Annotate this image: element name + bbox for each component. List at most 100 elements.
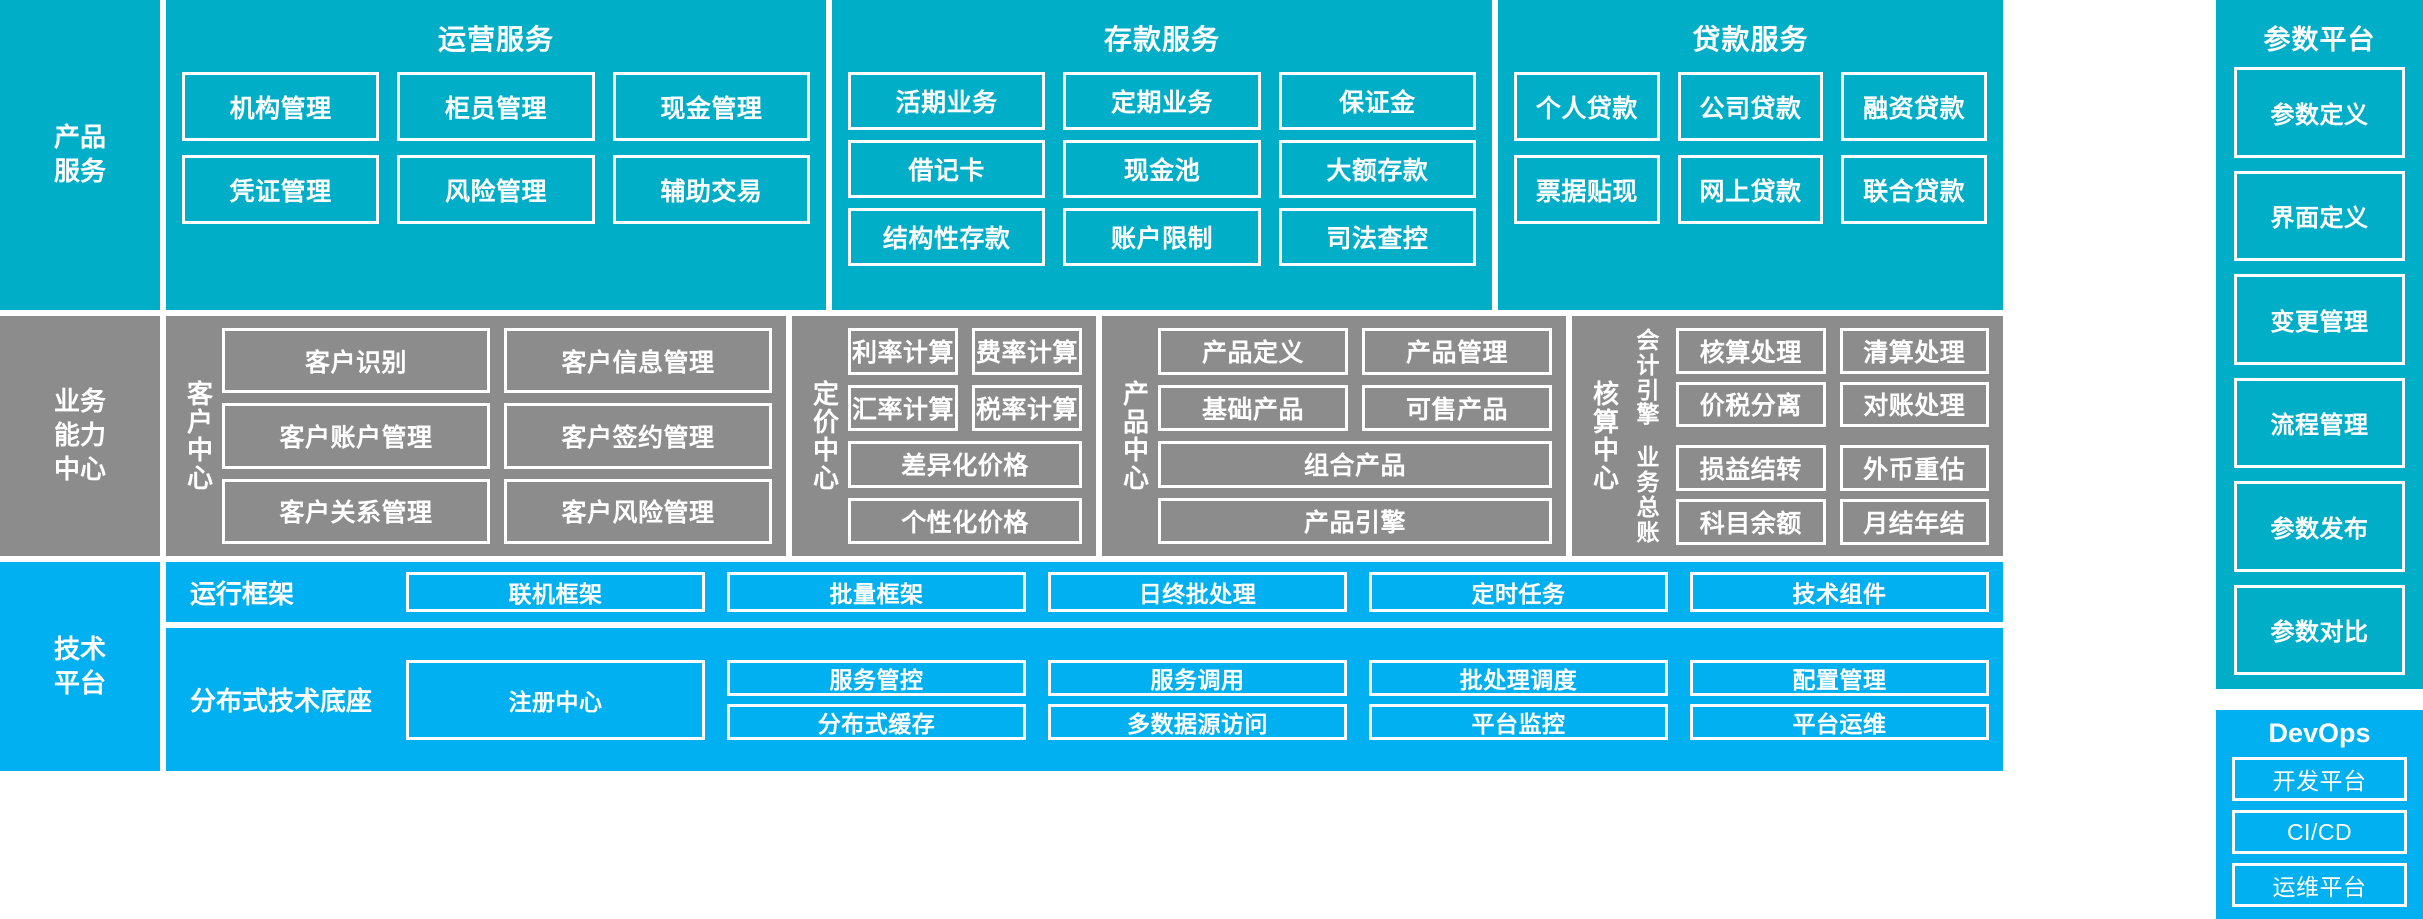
tile-change-management[interactable]: 变更管理 <box>2234 274 2405 365</box>
tile-composite-product[interactable]: 组合产品 <box>1158 441 1552 488</box>
tile-exchange-rate-calc[interactable]: 汇率计算 <box>848 384 958 431</box>
panel-devops-title: DevOps <box>2268 718 2371 748</box>
panel-devops-items: 开发平台 CI/CD 运维平台 <box>2232 757 2407 907</box>
tile-platform-ops[interactable]: 平台运维 <box>1690 703 1989 740</box>
tile-bill-discount[interactable]: 票据贴现 <box>1514 155 1660 224</box>
tile-demand-deposit[interactable]: 活期业务 <box>848 72 1046 130</box>
tile-multi-datasource-access[interactable]: 多数据源访问 <box>1048 703 1347 740</box>
tile-financing-loan[interactable]: 融资贷款 <box>1841 72 1987 141</box>
tile-service-invocation[interactable]: 服务调用 <box>1048 659 1347 696</box>
center-customer-tiles: 客户识别 客户信息管理 客户账户管理 客户签约管理 客户关系管理 客户风险管理 <box>222 328 772 544</box>
tile-scheduled-task[interactable]: 定时任务 <box>1369 572 1668 612</box>
center-product-label: 产品中心 <box>1122 378 1149 494</box>
tile-corporate-loan[interactable]: 公司贷款 <box>1677 72 1824 141</box>
panel-parameter-platform: 参数平台 参数定义 界面定义 变更管理 流程管理 参数发布 参数对比 <box>2216 0 2423 689</box>
tile-distributed-cache[interactable]: 分布式缓存 <box>727 703 1026 740</box>
tile-base-product[interactable]: 基础产品 <box>1158 384 1348 431</box>
layer-technology-platform: 技术 平台 运行框架 联机框架 批量框架 日终批处理 定时任务 技术组件 分布式… <box>0 562 2216 771</box>
tile-auxiliary-transaction[interactable]: 辅助交易 <box>612 155 810 224</box>
tile-customer-identify[interactable]: 客户识别 <box>222 328 490 394</box>
tile-account-restriction[interactable]: 账户限制 <box>1063 208 1261 266</box>
tile-parameter-compare[interactable]: 参数对比 <box>2234 584 2405 675</box>
tile-platform-monitoring[interactable]: 平台监控 <box>1369 703 1668 740</box>
group-deposit-services-title: 存款服务 <box>1103 24 1220 55</box>
tile-parameter-publish[interactable]: 参数发布 <box>2234 481 2405 572</box>
group-operation-services-tiles: 机构管理 柜员管理 现金管理 凭证管理 风险管理 辅助交易 <box>182 72 810 296</box>
tile-org-management[interactable]: 机构管理 <box>182 72 380 141</box>
center-accounting: 核算中心 会计引擎 核算处理 清算处理 价税分离 对账处理 业务总账 <box>1572 316 2003 556</box>
tile-customer-account-mgmt[interactable]: 客户账户管理 <box>222 403 490 469</box>
technology-rows: 运行框架 联机框架 批量框架 日终批处理 定时任务 技术组件 分布式技术底座 注… <box>166 562 2003 771</box>
tile-tax-rate-calc[interactable]: 税率计算 <box>972 384 1082 431</box>
tile-price-tax-separation[interactable]: 价税分离 <box>1676 381 1826 428</box>
group-loan-services-tiles: 个人贷款 公司贷款 融资贷款 票据贴现 网上贷款 联合贷款 <box>1514 72 1987 296</box>
tile-month-year-end-close[interactable]: 月结年结 <box>1839 498 1989 545</box>
tile-ops-platform[interactable]: 运维平台 <box>2232 863 2407 907</box>
tech-row-distributed-base-tiles: 注册中心 服务管控 服务调用 批处理调度 配置管理 分布式缓存 多数据源访问 平… <box>406 659 1989 740</box>
subgroup-accounting-engine: 会计引擎 核算处理 清算处理 价税分离 对账处理 <box>1628 328 1989 428</box>
tile-sellable-product[interactable]: 可售产品 <box>1362 384 1552 431</box>
tile-differential-price[interactable]: 差异化价格 <box>848 441 1082 488</box>
tech-row-distributed-base: 分布式技术底座 注册中心 服务管控 服务调用 批处理调度 配置管理 分布式缓存 … <box>166 628 2003 771</box>
center-customer-label: 客户中心 <box>186 378 213 494</box>
tile-interface-definition[interactable]: 界面定义 <box>2234 170 2405 261</box>
tile-accounting-processing[interactable]: 核算处理 <box>1676 328 1826 374</box>
tile-product-engine[interactable]: 产品引擎 <box>1158 497 1552 544</box>
tile-product-management[interactable]: 产品管理 <box>1362 328 1552 375</box>
tile-customer-risk-mgmt[interactable]: 客户风险管理 <box>504 478 772 544</box>
tile-eod-batch[interactable]: 日终批处理 <box>1048 572 1347 612</box>
group-operation-services-title: 运营服务 <box>437 24 554 55</box>
tile-cash-pool[interactable]: 现金池 <box>1063 140 1261 198</box>
tile-service-governance[interactable]: 服务管控 <box>727 659 1026 696</box>
group-operation-services: 运营服务 机构管理 柜员管理 现金管理 凭证管理 风险管理 辅助交易 <box>166 0 826 310</box>
center-pricing-label: 定价中心 <box>812 378 839 494</box>
rail-technology-platform: 技术 平台 <box>0 562 160 771</box>
tile-fee-rate-calc[interactable]: 费率计算 <box>972 328 1082 375</box>
group-loan-services: 贷款服务 个人贷款 公司贷款 融资贷款 票据贴现 网上贷款 联合贷款 <box>1498 0 2003 310</box>
tile-config-management[interactable]: 配置管理 <box>1690 659 1989 696</box>
tile-dev-platform[interactable]: 开发平台 <box>2232 757 2407 801</box>
subgroup-accounting-engine-tiles: 核算处理 清算处理 价税分离 对账处理 <box>1676 328 1989 428</box>
tile-debit-card[interactable]: 借记卡 <box>848 140 1046 198</box>
tech-row-distributed-base-label: 分布式技术底座 <box>190 686 373 716</box>
tech-row-runtime-framework-tiles: 联机框架 批量框架 日终批处理 定时任务 技术组件 <box>406 572 1989 612</box>
tile-cash-management[interactable]: 现金管理 <box>612 72 810 141</box>
tile-ci-cd[interactable]: CI/CD <box>2232 810 2407 854</box>
tile-batch-framework[interactable]: 批量框架 <box>727 572 1026 612</box>
panel-parameter-platform-items: 参数定义 界面定义 变更管理 流程管理 参数发布 参数对比 <box>2234 67 2405 675</box>
tile-online-loan[interactable]: 网上贷款 <box>1677 155 1824 224</box>
tile-reconciliation-processing[interactable]: 对账处理 <box>1839 381 1989 428</box>
tile-time-deposit[interactable]: 定期业务 <box>1063 72 1261 130</box>
tile-profit-loss-carryover[interactable]: 损益结转 <box>1676 445 1826 491</box>
tile-customer-contract-mgmt[interactable]: 客户签约管理 <box>504 403 772 469</box>
tile-margin-deposit[interactable]: 保证金 <box>1278 72 1476 130</box>
tile-personalized-price[interactable]: 个性化价格 <box>848 497 1082 544</box>
subgroup-general-ledger-label: 业务总账 <box>1636 444 1660 545</box>
tile-settlement-processing[interactable]: 清算处理 <box>1839 328 1989 374</box>
tile-registry-center[interactable]: 注册中心 <box>406 659 705 740</box>
tile-product-definition[interactable]: 产品定义 <box>1158 328 1348 375</box>
panel-devops: DevOps 开发平台 CI/CD 运维平台 <box>2216 710 2423 919</box>
tile-tech-component[interactable]: 技术组件 <box>1690 572 1989 612</box>
rail-technology-platform-label: 技术 平台 <box>53 633 106 698</box>
rail-business-capability-label: 业务 能力 中心 <box>53 386 106 484</box>
tile-customer-info-mgmt[interactable]: 客户信息管理 <box>504 328 772 394</box>
tile-teller-management[interactable]: 柜员管理 <box>397 72 595 141</box>
rail-product-service-label: 产品 服务 <box>53 122 106 186</box>
tile-foreign-currency-revaluation[interactable]: 外币重估 <box>1839 445 1989 491</box>
tile-interest-rate-calc[interactable]: 利率计算 <box>848 328 958 375</box>
tile-parameter-definition[interactable]: 参数定义 <box>2234 67 2405 158</box>
tile-large-deposit[interactable]: 大额存款 <box>1278 140 1476 198</box>
tile-risk-management[interactable]: 风险管理 <box>397 155 595 224</box>
tile-account-balance[interactable]: 科目余额 <box>1676 498 1826 545</box>
tile-online-framework[interactable]: 联机框架 <box>406 572 705 612</box>
tile-joint-loan[interactable]: 联合贷款 <box>1841 155 1987 224</box>
tile-customer-relation-mgmt[interactable]: 客户关系管理 <box>222 478 490 544</box>
tile-process-management[interactable]: 流程管理 <box>2234 377 2405 468</box>
tile-batch-scheduling[interactable]: 批处理调度 <box>1369 659 1668 696</box>
tile-structured-deposit[interactable]: 结构性存款 <box>848 208 1046 266</box>
tech-row-runtime-framework: 运行框架 联机框架 批量框架 日终批处理 定时任务 技术组件 <box>166 562 2003 622</box>
tile-judicial-control[interactable]: 司法查控 <box>1278 208 1476 266</box>
tile-personal-loan[interactable]: 个人贷款 <box>1514 72 1660 141</box>
tile-voucher-management[interactable]: 凭证管理 <box>182 155 380 224</box>
